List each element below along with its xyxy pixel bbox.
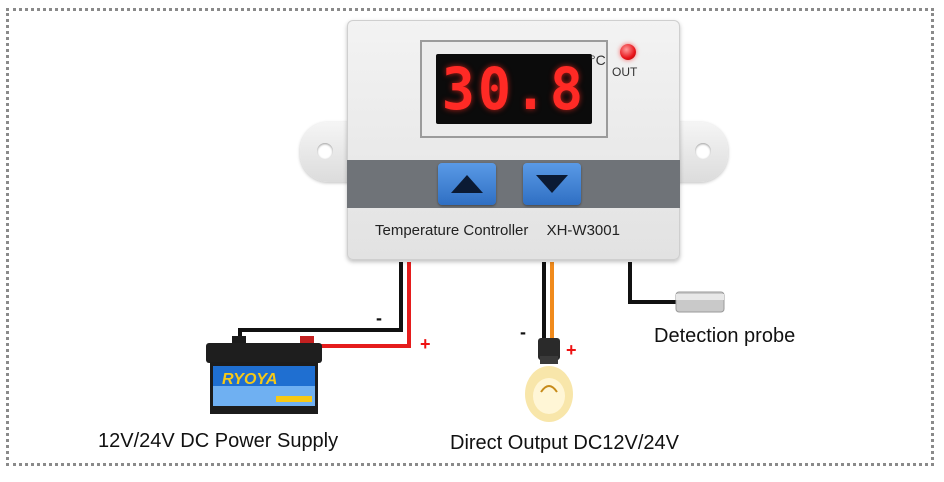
battery-brand: RYOYA (222, 371, 277, 388)
led-display: 30.8 (436, 54, 592, 124)
out-label: OUT (612, 65, 638, 79)
unit-label: °C (590, 52, 606, 68)
button-strip (347, 160, 680, 208)
output-plus-sign: + (566, 340, 577, 360)
battery: RYOYA (206, 336, 322, 414)
controller-name: Temperature Controller (375, 222, 529, 239)
power-supply-label: 12V/24V DC Power Supply (98, 430, 339, 452)
dotted-frame (6, 8, 934, 466)
power-plus-sign: + (420, 334, 431, 354)
display-bezel: 30.8 (420, 40, 608, 138)
mounting-hole (695, 143, 711, 159)
direct-output-label: Direct Output DC12V/24V (450, 432, 679, 454)
controller-caption: Temperature Controller XH-W3001 (375, 222, 620, 239)
power-wire-red (308, 262, 411, 348)
output-minus-sign: - (520, 322, 526, 342)
mounting-hole (317, 143, 333, 159)
power-minus-sign: - (376, 308, 382, 328)
probe-wire (628, 262, 676, 304)
output-indicator-led (620, 44, 636, 60)
up-button[interactable] (438, 163, 496, 205)
down-button[interactable] (523, 163, 581, 205)
arrow-down-icon (536, 175, 568, 193)
controller-model: XH-W3001 (546, 222, 620, 239)
probe-label: Detection probe (654, 325, 796, 347)
arrow-up-icon (451, 175, 483, 193)
power-wire-black (238, 262, 403, 340)
temperature-controller: 30.8 °C OUT Temperature Controller XH-W3… (347, 20, 680, 260)
light-bulb (525, 338, 573, 422)
temperature-reading: 30.8 (441, 55, 587, 123)
detection-probe (675, 291, 725, 313)
